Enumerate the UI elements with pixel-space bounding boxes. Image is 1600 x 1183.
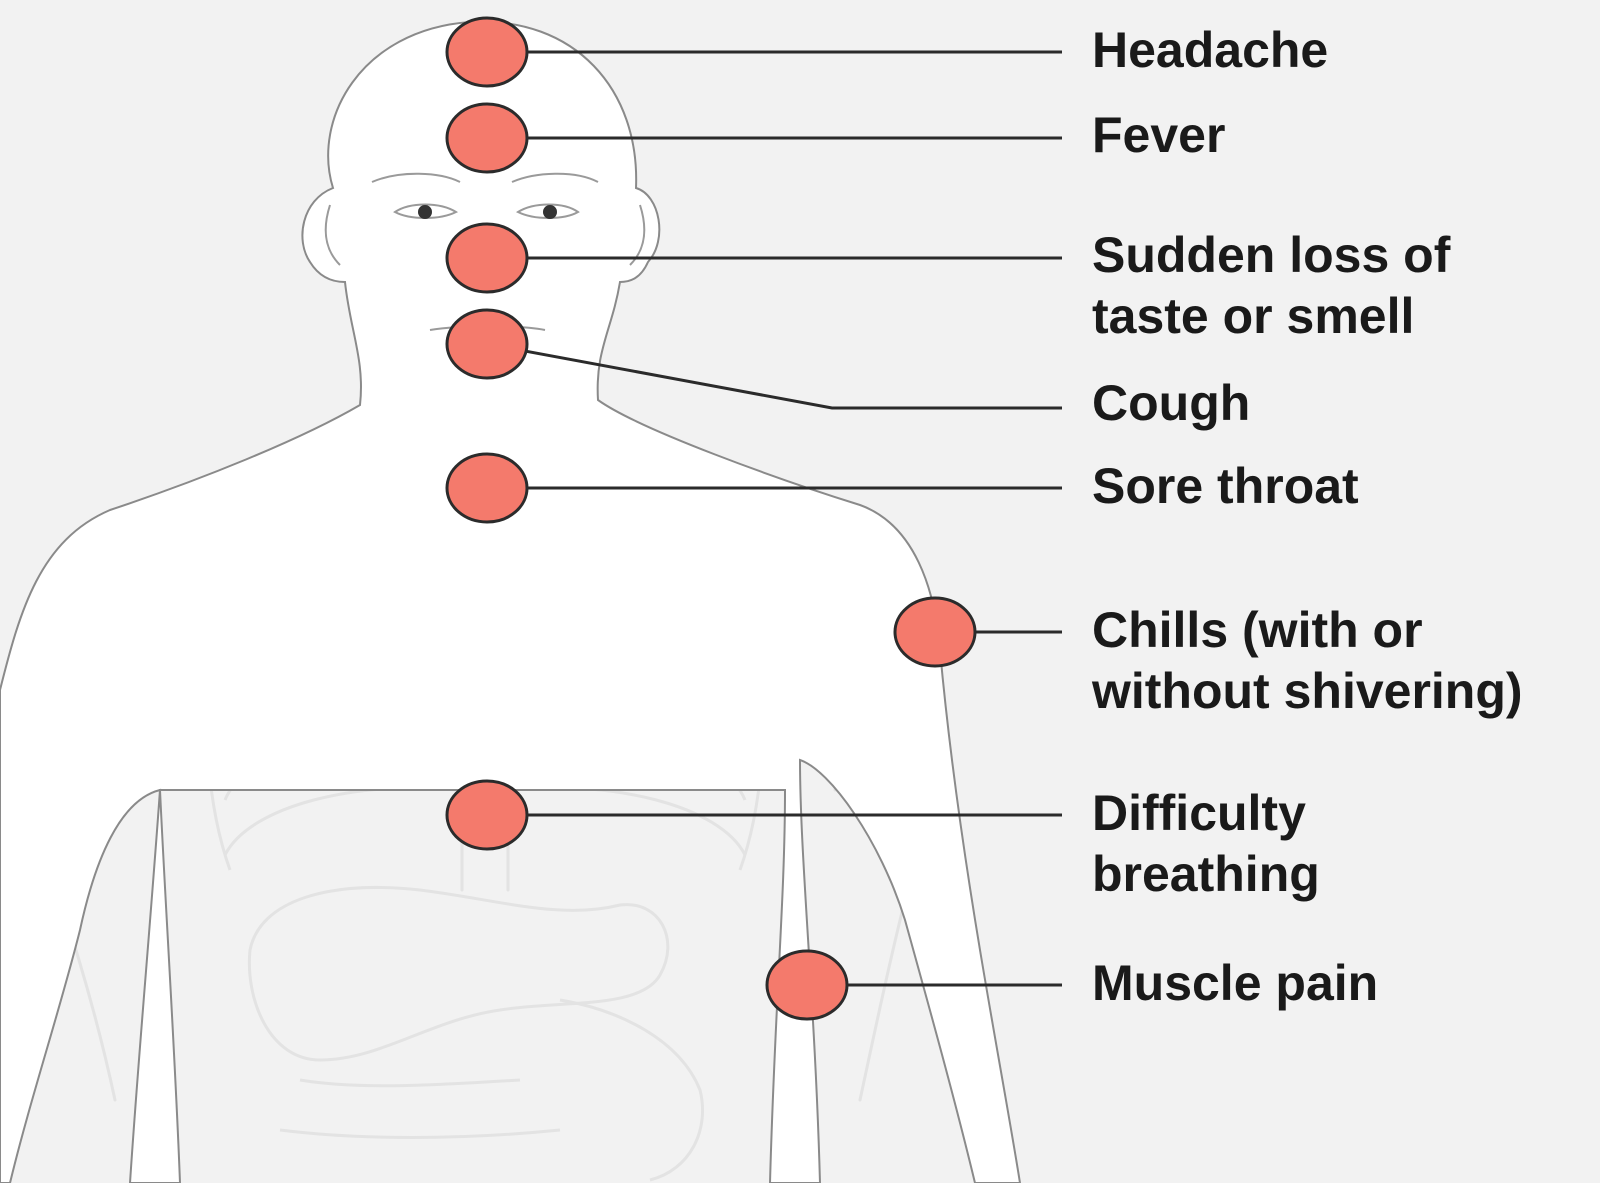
symptom-label-line: Headache bbox=[1092, 20, 1328, 81]
symptom-label: Cough bbox=[1092, 373, 1250, 434]
symptom-marker bbox=[767, 951, 847, 1019]
symptom-label-line: Chills (with or bbox=[1092, 600, 1523, 661]
symptom-label-line: without shivering) bbox=[1092, 661, 1523, 722]
symptom-label: Muscle pain bbox=[1092, 953, 1378, 1014]
symptom-label-line: taste or smell bbox=[1092, 286, 1450, 347]
symptom-marker bbox=[447, 310, 527, 378]
abdominal-organs bbox=[249, 888, 702, 1181]
symptom-label: Headache bbox=[1092, 20, 1328, 81]
symptom-label-line: Fever bbox=[1092, 105, 1225, 166]
symptom-label-line: breathing bbox=[1092, 844, 1320, 905]
symptom-marker bbox=[447, 454, 527, 522]
symptom-label: Fever bbox=[1092, 105, 1225, 166]
symptom-marker bbox=[447, 18, 527, 86]
symptom-label-line: Sore throat bbox=[1092, 456, 1359, 517]
symptom-label: Sore throat bbox=[1092, 456, 1359, 517]
symptom-marker bbox=[447, 781, 527, 849]
symptom-marker bbox=[447, 224, 527, 292]
symptom-label-line: Cough bbox=[1092, 373, 1250, 434]
symptom-marker bbox=[895, 598, 975, 666]
symptom-label-line: Muscle pain bbox=[1092, 953, 1378, 1014]
symptom-label-line: Difficulty bbox=[1092, 783, 1320, 844]
symptom-marker bbox=[447, 104, 527, 172]
symptom-label-line: Sudden loss of bbox=[1092, 225, 1450, 286]
